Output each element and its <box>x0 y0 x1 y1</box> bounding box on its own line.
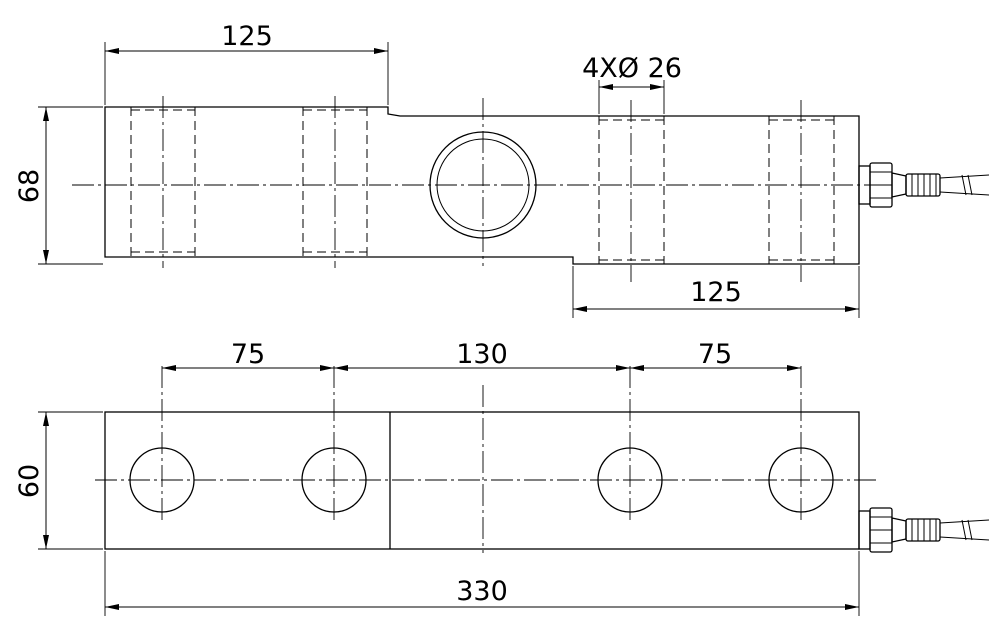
dim-bottom-height-label: 60 <box>14 464 45 498</box>
dim-top-right-length: 125 <box>572 266 860 318</box>
bottom-cable-gland <box>858 507 941 553</box>
bottom-view: 75 130 75 60 330 <box>14 339 989 616</box>
bottom-cable <box>939 519 989 541</box>
top-cable-gland <box>858 162 941 208</box>
dim-overall-length: 330 <box>104 551 860 616</box>
top-view-outline <box>104 106 860 265</box>
dim-hole-diameter: 4XØ 26 <box>582 53 682 114</box>
dim-bottom-mid-spacing-label: 130 <box>456 339 508 370</box>
dim-bottom-height: 60 <box>14 411 103 550</box>
dim-top-left-length: 125 <box>104 21 389 105</box>
dim-top-height-label: 68 <box>14 169 45 203</box>
dim-hole-diameter-label: 4XØ 26 <box>582 53 682 84</box>
dim-bottom-right-spacing-label: 75 <box>698 339 732 370</box>
gauge-pocket-outer <box>429 131 537 239</box>
bottom-hole-centerlines <box>95 366 880 553</box>
top-right-hidden-holes <box>598 116 835 264</box>
dim-bottom-hole-spacing: 75 130 75 <box>162 339 801 371</box>
top-cable <box>939 174 989 196</box>
dim-top-height: 68 <box>14 106 103 265</box>
dim-bottom-left-spacing-label: 75 <box>231 339 265 370</box>
top-hole-centerlines <box>72 96 880 282</box>
bottom-view-outline <box>104 411 860 550</box>
top-view: 125 68 4XØ 26 125 <box>14 21 989 318</box>
dim-top-right-length-label: 125 <box>690 277 742 308</box>
gauge-pocket-inner <box>436 138 530 232</box>
top-left-hidden-holes <box>130 107 368 257</box>
dim-overall-length-label: 330 <box>456 576 508 607</box>
dim-top-left-length-label: 125 <box>221 21 273 52</box>
